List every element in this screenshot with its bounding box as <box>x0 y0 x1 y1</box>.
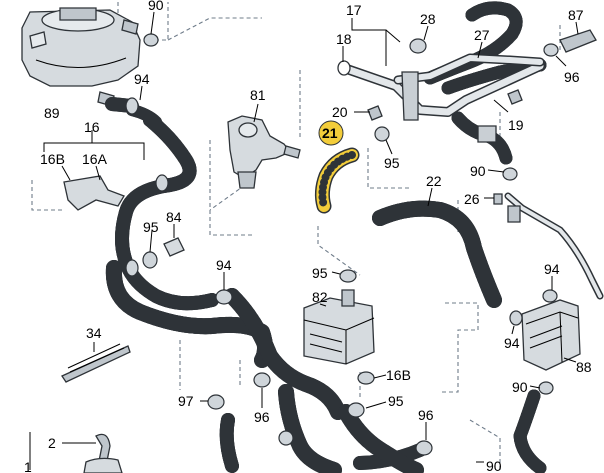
label-90: 90 <box>486 458 502 473</box>
coolant-pipe-assembly <box>337 53 545 143</box>
leader-lines <box>29 11 579 470</box>
small-parts <box>61 29 597 473</box>
label-97: 97 <box>178 393 194 409</box>
label-90: 90 <box>512 379 528 395</box>
oil-cooler <box>303 289 375 365</box>
callout-labels: 90 17 18 28 27 87 94 96 89 81 20 21 19 1… <box>24 0 592 473</box>
label-88: 88 <box>576 359 592 375</box>
label-20: 20 <box>332 104 348 120</box>
label-94: 94 <box>216 257 232 273</box>
label-95: 95 <box>143 219 159 235</box>
label-2: 2 <box>48 435 56 451</box>
label-18: 18 <box>336 31 352 47</box>
label-96: 96 <box>254 409 270 425</box>
label-95: 95 <box>388 393 404 409</box>
expansion-tank <box>21 7 141 107</box>
label-16B: 16B <box>40 151 65 167</box>
heat-exchanger <box>521 299 581 371</box>
label-96: 96 <box>564 69 580 85</box>
label-95: 95 <box>312 265 328 281</box>
label-16B: 16B <box>386 367 411 383</box>
label-94: 94 <box>544 261 560 277</box>
thin-pipe <box>504 192 604 300</box>
hose-clamps <box>125 33 559 456</box>
label-28: 28 <box>420 11 436 27</box>
label-16: 16 <box>84 119 100 135</box>
label-94: 94 <box>504 335 520 351</box>
label-16A: 16A <box>82 151 108 167</box>
label-95: 95 <box>384 155 400 171</box>
label-26: 26 <box>464 191 480 207</box>
highlighted-hose-21 <box>314 147 360 214</box>
label-90: 90 <box>148 0 164 13</box>
label-34: 34 <box>86 325 102 341</box>
label-22: 22 <box>426 173 442 189</box>
label-17: 17 <box>346 2 362 18</box>
label-81: 81 <box>250 87 266 103</box>
label-89: 89 <box>44 105 60 121</box>
label-19: 19 <box>508 117 524 133</box>
label-87: 87 <box>568 7 584 23</box>
pump-housing <box>227 115 301 189</box>
label-84: 84 <box>166 209 182 225</box>
label-21: 21 <box>322 125 338 141</box>
label-82: 82 <box>312 289 328 305</box>
label-96: 96 <box>418 407 434 423</box>
label-94: 94 <box>134 71 150 87</box>
highlighted-label-21: 21 <box>318 120 344 146</box>
label-27: 27 <box>474 27 490 43</box>
label-90: 90 <box>470 163 486 179</box>
label-1: 1 <box>24 459 32 473</box>
